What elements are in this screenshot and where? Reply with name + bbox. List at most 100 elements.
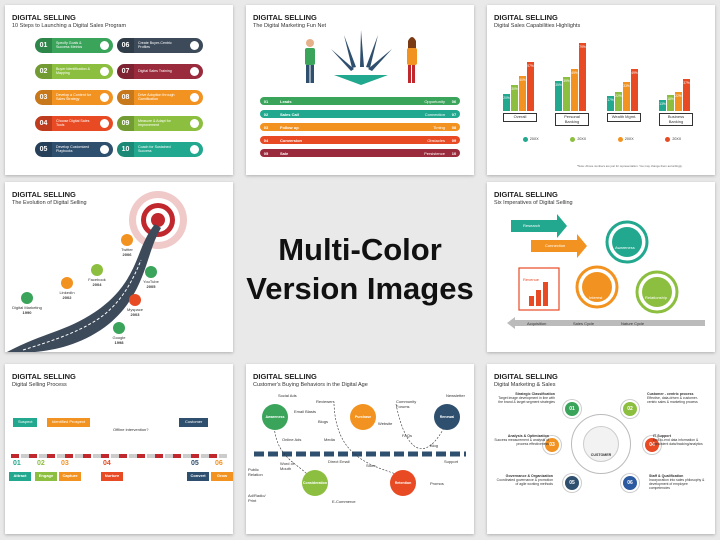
platform-icon (21, 292, 33, 304)
slide-buying-behaviors[interactable]: DIGITAL SELLING Customer's Buying Behavi… (246, 364, 474, 534)
slide-funnel[interactable]: DIGITAL SELLING The Digital Marketing Fu… (246, 5, 474, 175)
bar-mark (511, 85, 518, 111)
category-label: Overall (503, 113, 537, 122)
slide-subtitle: Digital Sales Capabilities Highlights (494, 23, 581, 29)
slide-title: DIGITAL SELLING (12, 372, 76, 381)
platform-year: 2002 (62, 295, 72, 300)
slide-title: DIGITAL SELLING (494, 190, 558, 199)
behavior-word: Public Relation (248, 467, 263, 477)
row-label-left: Follow up (280, 124, 299, 130)
slide-six-imperatives[interactable]: DIGITAL SELLING Six Imperatives of Digit… (487, 182, 715, 352)
step-box: Convert (187, 472, 209, 481)
row-number-right: 08 (451, 124, 457, 130)
behavior-word: Media (324, 437, 335, 442)
step-text: Buyer Identification & Mapping (56, 66, 90, 75)
step-text: Coach for Sustained Success (138, 144, 171, 153)
row-number-left: 03 (263, 124, 269, 130)
cycle-arrow (507, 317, 705, 329)
slide-evolution[interactable]: DIGITAL SELLING The Evolution of Digital… (5, 182, 233, 352)
platform-name: Google (112, 335, 126, 340)
process-track (11, 454, 227, 458)
slide-selling-process[interactable]: DIGITAL SELLING Digital Selling Process … (5, 364, 233, 534)
step-icon (190, 67, 199, 76)
label-relationship: Relationship (645, 295, 668, 300)
item-text: Incorporation into sales philosophy & de… (649, 478, 705, 490)
platform-year: 2003 (130, 312, 140, 317)
row-label-right: Timing (433, 124, 445, 130)
item-number-circle: 01 (563, 400, 581, 418)
slide-10-steps[interactable]: DIGITAL SELLING 10 Steps to Launching a … (5, 5, 233, 175)
behavior-word: Reviewers (316, 399, 335, 404)
bar-value-label: 40% (519, 78, 526, 83)
bar-mark (667, 95, 674, 111)
slide-marketing-sales[interactable]: DIGITAL SELLING Digital Marketing & Sale… (487, 364, 715, 534)
bar-mark (579, 42, 586, 111)
prospect-box: Identified Prospect (47, 418, 91, 427)
suspect-box: Suspect (13, 418, 38, 427)
bar-value-label: 13% (659, 101, 666, 106)
slide-title: DIGITAL SELLING (253, 13, 317, 22)
step-text: Measure & Adapt for Improvement (138, 118, 171, 127)
item-text: Coordinated governance & promotion of ag… (496, 478, 553, 486)
item-heading: Analysis & Optimization (507, 434, 549, 438)
legend-entry: 20XX (570, 135, 586, 143)
step-icon (100, 93, 109, 102)
heading-line-2: Version Images (246, 271, 474, 306)
stage-label: Renewal (439, 415, 455, 419)
row-label-left: Leads (280, 98, 292, 104)
item-number: 03 (549, 442, 555, 448)
stage-label: Retention (394, 481, 412, 485)
stage-circle: Awareness (262, 404, 288, 430)
label-research: Research (523, 223, 541, 228)
step-box: Nurture (101, 472, 123, 481)
platform-year: 2005 (146, 284, 156, 289)
behavior-path (254, 403, 466, 485)
behavior-word: Website (378, 421, 393, 426)
item-text: Success measurement & analysis of proces… (494, 438, 549, 446)
step-number: 09 (117, 116, 134, 131)
step-icon (100, 67, 109, 76)
bar-value-label: 20% (503, 95, 510, 100)
item-number-circle: 04 (643, 436, 661, 454)
bar-value-label: 49% (631, 70, 638, 75)
slide-capabilities-chart[interactable]: DIGITAL SELLING Digital Sales Capabiliti… (487, 5, 715, 175)
platform-name: Facebook (88, 277, 106, 282)
step-icon (100, 41, 109, 50)
bar-value-label: 22% (615, 93, 622, 98)
legend-label: 20XX (529, 137, 539, 141)
bar-value-label: 22% (675, 93, 682, 98)
chart-note: *Note: Above numbers are just for repres… (577, 164, 683, 168)
item-text: Effective, data-driven & customer-centri… (647, 396, 699, 404)
row-number-left: 02 (263, 111, 269, 117)
slide-subtitle: 10 Steps to Launching a Digital Sales Pr… (12, 23, 127, 29)
step-box: Capture (59, 472, 81, 481)
behavior-word: Store (366, 463, 376, 468)
bar-value-label: 30% (511, 87, 518, 91)
behavior-word: FAQs (402, 433, 413, 438)
step-number: 03 (61, 460, 69, 467)
behavior-word: Promos (430, 481, 444, 486)
step-number: 05 (35, 142, 52, 157)
behavior-word: Word of Mouth (280, 461, 294, 471)
step-number: 10 (117, 142, 134, 157)
bar-mark (527, 61, 534, 111)
row-number-right: 10 (451, 150, 457, 156)
stage-label: Awareness (265, 415, 285, 419)
step-icon (100, 119, 109, 128)
item-number-circle: 02 (621, 400, 639, 418)
slide-title: DIGITAL SELLING (253, 372, 317, 381)
customer-ring (571, 414, 631, 474)
category-label: Wealth Mgmt. (607, 113, 641, 122)
slide-title: DIGITAL SELLING (12, 13, 76, 22)
funnel-illustration (305, 30, 417, 85)
step-icon (190, 41, 199, 50)
step-text: Drive Adoption through Gamification (138, 92, 175, 101)
funnel-top (334, 75, 388, 85)
step-pill: 10 Coach for Sustained Success (117, 142, 203, 157)
platform-name: YouTube (143, 279, 159, 284)
step-pill: 09 Measure & Adapt for Improvement (117, 116, 203, 131)
arrows-into-funnel (331, 30, 392, 71)
step-number: 07 (117, 64, 134, 79)
